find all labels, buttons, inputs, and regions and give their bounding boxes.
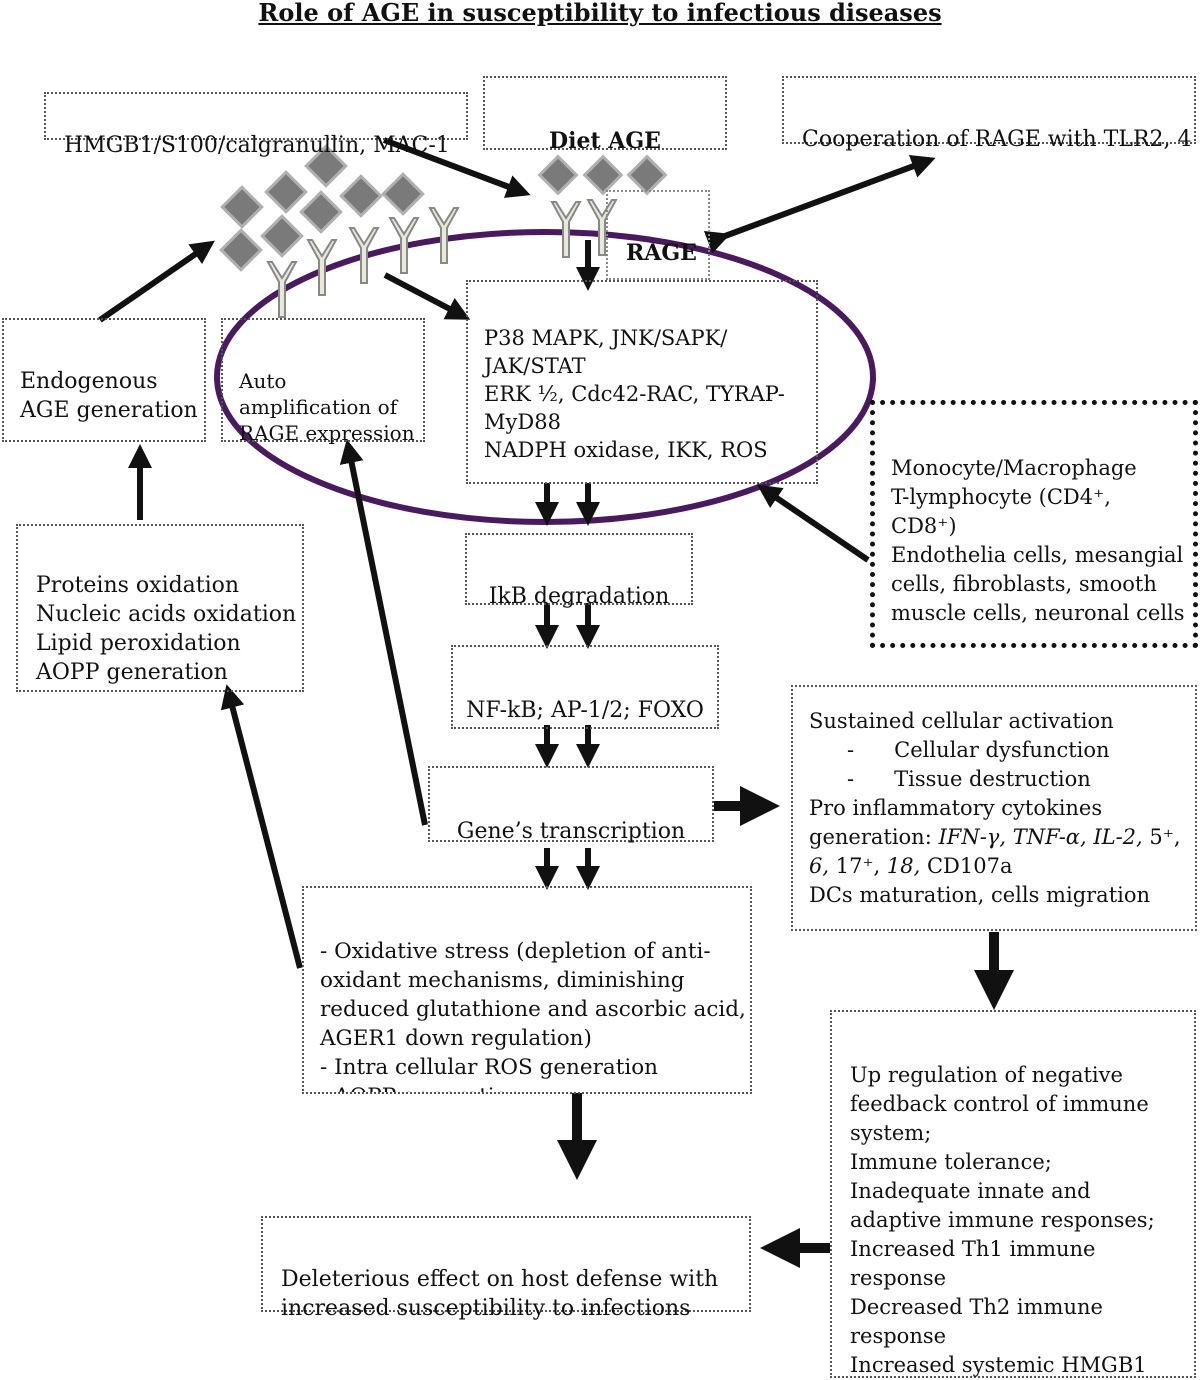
cytokine-italic-1: IFN-γ, TNF-α, IL-2,	[938, 825, 1143, 849]
sustained-line5: generation: IFN-γ, TNF-α, IL-2, 5⁺,	[809, 823, 1195, 852]
cytokine-italic-3: 18,	[886, 854, 921, 878]
sustained-line3: - Tissue destruction	[847, 767, 1091, 791]
cytokine-prefix: generation:	[809, 825, 939, 849]
hmgb1-box: HMGB1/S100/calgranullin, MAC-1	[44, 92, 468, 158]
transcription-box: Gene’s transcription	[428, 766, 714, 844]
diagram-title: Role of AGE in susceptibility to infecti…	[258, 0, 942, 27]
age-ligands-left	[219, 144, 425, 272]
diet-age-text: Diet AGE	[549, 128, 661, 154]
nfkb-text: NF-kB; AP-1/2; FOXO	[466, 698, 704, 723]
sustained-line4: Pro inflammatory cytokines	[809, 796, 1103, 820]
deleterious-box: Deleterious effect on host defense with …	[261, 1216, 751, 1321]
auto-amp-box: Auto amplification of RAGE expression	[221, 318, 425, 445]
nfkb-box: NF-kB; AP-1/2; FOXO	[451, 645, 719, 729]
age-ligands-diet	[537, 154, 668, 196]
oxidation-box: Proteins oxidation Nucleic acids oxidati…	[16, 524, 304, 692]
rage-label: RAGE	[626, 240, 697, 266]
hmgb1-text: HMGB1/S100/calgranullin, MAC-1	[64, 133, 450, 158]
sustained-line2: - Cellular dysfunction	[847, 738, 1110, 762]
ikb-box: IkB degradation	[465, 533, 693, 609]
cells-text: Monocyte/Macrophage T-lymphocyte (CD4⁺, …	[891, 456, 1185, 625]
sustained-line6: 6, 17⁺, 18, CD107a	[809, 852, 1195, 881]
rage-box: RAGE	[606, 190, 710, 280]
rage-receptors	[266, 199, 618, 318]
auto-amp-text: Auto amplification of RAGE expression	[239, 369, 415, 445]
cells-box: Monocyte/Macrophage T-lymphocyte (CD4⁺, …	[870, 400, 1198, 648]
arrow-oxstress-to-oxidation	[220, 684, 303, 969]
arrow-transcription-to-auto	[339, 439, 428, 826]
cytokine-rest-1: 5⁺,	[1142, 825, 1181, 849]
cytokine-rest-2: 17⁺,	[829, 854, 887, 878]
diet-age-box: Diet AGE	[483, 76, 727, 154]
arrow-rage-tlr	[703, 155, 936, 254]
arrow-endogenous-to-ligands	[98, 240, 215, 323]
oxidation-text: Proteins oxidation Nucleic acids oxidati…	[36, 573, 297, 685]
tlr-text: Cooperation of RAGE with TLR2, 4	[802, 127, 1192, 152]
arrow-receptors-to-signaling	[383, 272, 471, 320]
ikb-text: IkB degradation	[488, 584, 670, 609]
arrows	[98, 137, 936, 969]
deleterious-text: Deleterious effect on host defense with …	[281, 1267, 719, 1321]
arrow-cells-to-membrane	[757, 484, 870, 563]
sustained-box: Sustained cellular activation - Cellular…	[791, 685, 1197, 931]
cytokine-rest-3: CD107a	[920, 854, 1013, 878]
tlr-box: Cooperation of RAGE with TLR2, 4	[782, 76, 1196, 152]
sustained-line1: Sustained cellular activation	[809, 709, 1114, 733]
signaling-text: P38 MAPK, JNK/SAPK/ JAK/STAT ERK ½, Cdc4…	[484, 326, 785, 462]
oxidative-stress-box: - Oxidative stress (depletion of anti- o…	[302, 886, 752, 1094]
sustained-line7: DCs maturation, cells migration	[809, 883, 1151, 907]
endogenous-box: Endogenous AGE generation	[2, 318, 206, 442]
endogenous-text: Endogenous AGE generation	[20, 369, 198, 423]
arrow-hmgb1-to-rage	[382, 137, 531, 198]
transcription-text: Gene’s transcription	[456, 819, 686, 844]
oxidative-stress-text: - Oxidative stress (depletion of anti- o…	[320, 939, 746, 1092]
upregulation-text: Up regulation of negative feedback contr…	[850, 1063, 1155, 1377]
cytokine-italic-2: 6,	[809, 854, 830, 878]
upregulation-box: Up regulation of negative feedback contr…	[830, 1010, 1196, 1378]
signaling-box: P38 MAPK, JNK/SAPK/ JAK/STAT ERK ½, Cdc4…	[466, 280, 818, 484]
